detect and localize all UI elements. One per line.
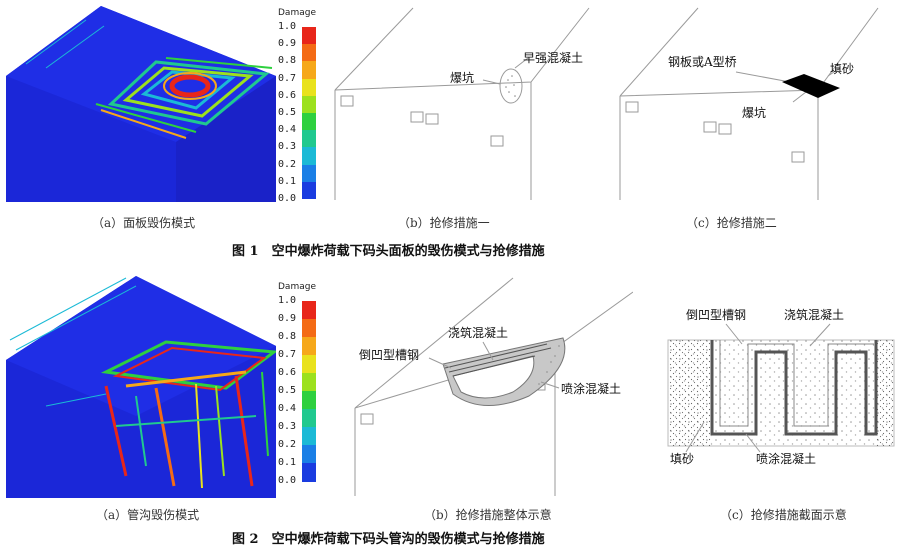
colorbar-tick-label: 1.0 [278,295,297,306]
colorbar-segment [302,44,316,62]
label-sprayed-concrete-2b: 喷涂混凝土 [561,382,622,396]
colorbar-segment [302,337,316,356]
colorbar-tick-label: 0.4 [278,124,297,136]
colorbar-segment [302,373,316,392]
label-steel-plate-or-a-bridge: 钢板或A型桥 [668,55,737,69]
colorbar-segment [302,113,316,131]
colorbar-1: Damage 1.0 0.9 0.8 0.7 0.6 0.5 0.4 0.3 0.2 0.1 0.0 [278,8,328,204]
fig2b-repair-overall: 浇筑混凝土 倒凹型槽钢 喷涂混凝土 [333,276,633,498]
fig1b-repair-measure-one: 爆坑 早强混凝土 [333,6,591,202]
label-early-strength-concrete: 早强混凝土 [523,51,584,65]
colorbar-segment [302,61,316,80]
figure1-caption: 图 1 空中爆炸荷载下码头面板的毁伤模式与抢修措施 [232,244,545,259]
label-inverted-channel-steel-2b: 倒凹型槽钢 [359,348,420,362]
colorbar-tick-label: 0.1 [278,457,297,468]
fig1c-repair-measure-two: 钢板或A型桥 填砂 爆坑 [618,6,896,202]
fig2c-repair-cross-section: 倒凹型槽钢 浇筑混凝土 填砂 喷涂混凝土 [660,276,896,498]
colorbar-segment [302,130,316,148]
colorbar-segment [302,391,316,410]
colorbar-segment [302,463,316,482]
fig1b-caption: （b）抢修措施一 [398,216,490,230]
colorbar-tick-label: 0.6 [278,89,297,101]
colorbar-segment [302,181,316,200]
colorbar-tick-label: 0.5 [278,107,297,118]
fig2a-caption: （a）管沟毁伤模式 [96,508,200,522]
label-sprayed-concrete-2c: 喷涂混凝土 [756,452,817,466]
colorbar-tick-label: 1.0 [278,21,297,32]
colorbar-segment [302,445,316,464]
colorbar-segment [302,301,316,320]
colorbar-segment [302,95,316,114]
colorbar-segment [302,27,316,45]
fig2c-caption: （c）抢修措施截面示意 [720,508,847,522]
figure2-caption: 图 2 空中爆炸荷载下码头管沟的毁伤模式与抢修措施 [232,532,545,547]
colorbar-tick-label: 0.0 [278,475,297,486]
fig2b-caption: （b）抢修措施整体示意 [424,508,552,522]
label-sand-fill-2c: 填砂 [670,452,695,466]
colorbar-segment [302,78,316,97]
colorbar-tick-label: 0.4 [278,403,297,414]
colorbar-tick-label: 0.9 [278,38,297,50]
colorbar-tick-label: 0.1 [278,175,297,187]
colorbar-tick-label: 0.2 [278,158,297,170]
colorbar-tick-label: 0.5 [278,385,297,396]
colorbar-tick-label: 0.3 [278,141,297,153]
colorbar-title: Damage [278,8,316,18]
colorbar-segment [302,409,316,428]
colorbar-title: Damage [278,282,316,292]
colorbar-segment [302,355,316,374]
colorbar-segment [302,427,316,446]
label-crater-1b: 爆坑 [450,71,475,85]
colorbar-tick-label: 0.2 [278,439,297,450]
colorbar-gradient [302,27,316,200]
fig1a-damage-contour [6,6,276,202]
colorbar-tick-label: 0.0 [278,193,297,204]
colorbar-segment [302,164,316,183]
colorbar-tick-label: 0.9 [278,313,297,324]
label-sand-fill-1c: 填砂 [830,62,855,76]
fig1a-caption: （a）面板毁伤模式 [92,216,196,230]
colorbar-tick-label: 0.8 [278,331,297,342]
label-inverted-channel-steel-2c: 倒凹型槽钢 [686,308,747,322]
colorbar-tick-label: 0.7 [278,72,297,84]
colorbar-2: Damage 1.0 0.9 0.8 0.7 0.6 0.5 0.4 0.3 0.2 0.1 0.0 [278,282,328,492]
colorbar-tick-label: 0.8 [278,55,297,67]
colorbar-segment [302,319,316,338]
fig1c-caption: （c）抢修措施二 [686,216,777,230]
label-cast-concrete-2b: 浇筑混凝土 [448,326,509,340]
colorbar-tick-label: 0.6 [278,367,297,378]
colorbar-segment [302,147,316,166]
colorbar-gradient [302,301,316,482]
label-crater-1c: 爆坑 [742,106,767,120]
label-cast-concrete-2c: 浇筑混凝土 [784,308,845,322]
colorbar-tick-label: 0.7 [278,349,297,360]
colorbar-tick-label: 0.3 [278,421,297,432]
fig2a-damage-contour [6,276,276,498]
